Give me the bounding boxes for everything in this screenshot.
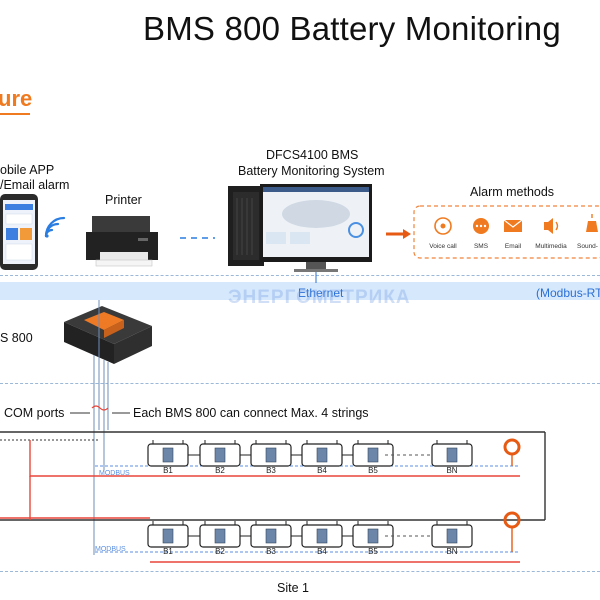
battery-b2-row-2: B2 (199, 521, 251, 556)
battery-b3-row-1: B3 (250, 440, 302, 475)
mobile-app-label: obile APP (0, 163, 55, 177)
printer-label: Printer (105, 193, 142, 207)
site-boundary (0, 571, 600, 572)
battery-label: B3 (266, 547, 276, 556)
section-heading: ure (0, 86, 33, 111)
multimedia-icon (544, 218, 559, 234)
alarm-method-label-3: Multimedia (535, 243, 567, 250)
alarm-method-label-0: Voice call (429, 243, 457, 250)
current-sensor-1-icon (503, 438, 521, 466)
server-label-line2: Battery Monitoring System (238, 164, 385, 178)
server-tower-icon (228, 186, 264, 266)
battery-label: B2 (215, 547, 225, 556)
battery-b4-row-1: B4 (301, 440, 353, 475)
alarm-method-label-4: Sound- (577, 243, 598, 250)
alarm-method-label-2: Email (505, 243, 522, 250)
battery-b5-row-1: B5 (352, 440, 394, 475)
sound-light-icon (586, 214, 598, 232)
com-port-marker (91, 405, 109, 411)
battery-label: B1 (163, 466, 173, 475)
battery-label: B1 (163, 547, 173, 556)
bms-800-device-icon (64, 306, 152, 364)
modbus-label-1: MODBUS (99, 470, 130, 477)
battery-b4-row-2: B4 (301, 521, 353, 556)
battery-label: B2 (215, 466, 225, 475)
strings-note: Each BMS 800 can connect Max. 4 strings (133, 406, 369, 420)
alarm-method-label-1: SMS (474, 243, 489, 250)
current-sensor-2-icon (503, 511, 521, 552)
alarm-methods-title: Alarm methods (470, 185, 555, 199)
battery-b1-row-2: B1 (147, 521, 200, 556)
battery-label: BN (446, 466, 457, 475)
ethernet-boundary-top (0, 275, 600, 276)
modbus-label-2: MODBUS (95, 546, 126, 553)
string-1-positive (29, 440, 150, 477)
battery-bn-row-2: BN (431, 521, 473, 556)
email-icon (503, 219, 523, 232)
battery-b3-row-2: B3 (250, 521, 302, 556)
battery-bn-row-1: BN (431, 440, 473, 475)
device-boundary (0, 383, 600, 384)
battery-b5-row-2: B5 (352, 521, 394, 556)
server-label-line1: DFCS4100 BMS (266, 148, 359, 162)
modbus-rtu-label: (Modbus-RT (536, 286, 600, 300)
battery-b2-row-1: B2 (199, 440, 251, 475)
battery-label: B4 (317, 547, 327, 556)
printer-icon (86, 216, 158, 267)
com-ports-label: COM ports (4, 406, 65, 420)
battery-label: B5 (368, 466, 378, 475)
email-alarm-label: /Email alarm (0, 178, 70, 192)
battery-label: B5 (368, 547, 378, 556)
site-label: Site 1 (277, 581, 309, 595)
alarm-arrowhead (403, 229, 411, 239)
page-title: BMS 800 Battery Monitoring (143, 10, 561, 47)
section-underline (0, 113, 30, 115)
bms-device-label: S 800 (0, 331, 33, 345)
sms-icon (473, 218, 489, 234)
voice-call-icon (434, 217, 452, 235)
wifi-icon (44, 216, 66, 238)
watermark: ЭНЕРГОМЕТРИКА (228, 287, 411, 308)
battery-label: B3 (266, 466, 276, 475)
ethernet-band (0, 282, 600, 300)
battery-string-2: B1 B2 B3 B4 B5 BN (147, 521, 473, 556)
ethernet-label: Ethernet (298, 286, 344, 300)
battery-string-1: B1 B2 B3 B4 B5 BN (147, 440, 473, 475)
battery-b1-row-1: B1 (147, 440, 200, 475)
monitor-icon (260, 184, 372, 272)
battery-label: B4 (317, 466, 327, 475)
battery-label: BN (446, 547, 457, 556)
phone-icon (0, 194, 38, 270)
